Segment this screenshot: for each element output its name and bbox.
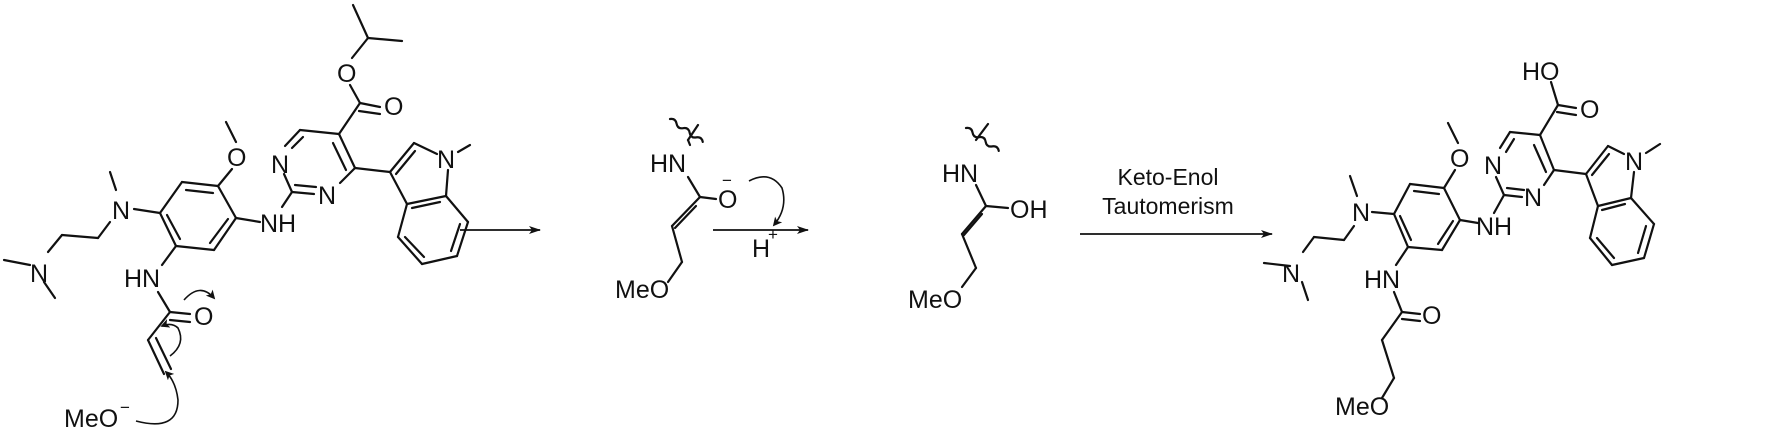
atom-n-methyl: N bbox=[112, 197, 130, 225]
atom-amide-hn: HN bbox=[1364, 266, 1400, 294]
starting-material-labels: N N O NH N N O O N HN O MeO − bbox=[30, 60, 455, 433]
curved-arrow-icon bbox=[135, 370, 179, 425]
wavy-bond-icon bbox=[964, 126, 1000, 153]
atom-ester-o-single: O bbox=[337, 60, 356, 88]
starting-material bbox=[2, 3, 472, 376]
atom-amide-hn: HN bbox=[124, 265, 160, 293]
atom-amine-nh: NH bbox=[1476, 213, 1512, 241]
atom-pyrimidine-n1: N bbox=[1484, 152, 1502, 180]
atom-oh: OH bbox=[1010, 196, 1048, 224]
atom-ester-o-double: O bbox=[384, 93, 403, 121]
atom-pyrimidine-n3: N bbox=[318, 182, 336, 210]
atom-methoxy-o: O bbox=[1450, 145, 1469, 173]
enol-intermediate bbox=[960, 122, 1010, 289]
wavy-bond-icon bbox=[668, 117, 704, 144]
atom-pyrimidine-n1: N bbox=[271, 151, 289, 179]
atom-amide-o: O bbox=[1422, 302, 1441, 330]
atom-acid-o: O bbox=[1580, 96, 1599, 124]
product-labels: N N O NH N N HO O N HN O MeO bbox=[1282, 58, 1643, 421]
arrow-condition-line2: Tautomerism bbox=[1102, 193, 1234, 219]
atom-meo: MeO bbox=[615, 276, 669, 304]
atom-pyrimidine-n3: N bbox=[1524, 184, 1542, 212]
atom-hn: HN bbox=[650, 150, 686, 178]
charge-minus: − bbox=[722, 171, 732, 190]
curved-arrow-icon bbox=[160, 319, 182, 357]
nucleophile-meo: MeO bbox=[64, 405, 118, 433]
atom-o-minus: O bbox=[718, 186, 737, 214]
atom-amide-o: O bbox=[194, 303, 213, 331]
electron-push-arrows bbox=[135, 289, 216, 425]
enolate-intermediate bbox=[666, 117, 718, 284]
atom-n-dimethyl: N bbox=[30, 260, 48, 288]
atom-indole-n: N bbox=[437, 146, 455, 174]
atom-hn: HN bbox=[942, 160, 978, 188]
atom-n-methyl: N bbox=[1352, 199, 1370, 227]
product bbox=[1262, 80, 1662, 400]
curved-arrow-icon bbox=[183, 289, 216, 301]
proton-charge: + bbox=[768, 225, 778, 244]
enolate-labels: HN O − MeO H + bbox=[615, 150, 785, 304]
curved-arrow-icon bbox=[748, 176, 785, 227]
enol-labels: HN OH MeO bbox=[908, 160, 1048, 314]
atom-methoxy-o: O bbox=[227, 144, 246, 172]
atom-n-dimethyl: N bbox=[1282, 260, 1300, 288]
arrow-condition-line1: Keto-Enol bbox=[1117, 164, 1218, 190]
atom-amine-nh: NH bbox=[260, 210, 296, 238]
nucleophile-charge: − bbox=[120, 398, 130, 417]
reaction-arrow-3: Keto-Enol Tautomerism bbox=[1080, 164, 1273, 238]
atom-meo: MeO bbox=[908, 286, 962, 314]
atom-indole-n: N bbox=[1625, 148, 1643, 176]
atom-meo: MeO bbox=[1335, 393, 1389, 421]
proton-h: H bbox=[752, 235, 770, 263]
atom-acid-ho: HO bbox=[1522, 58, 1560, 86]
